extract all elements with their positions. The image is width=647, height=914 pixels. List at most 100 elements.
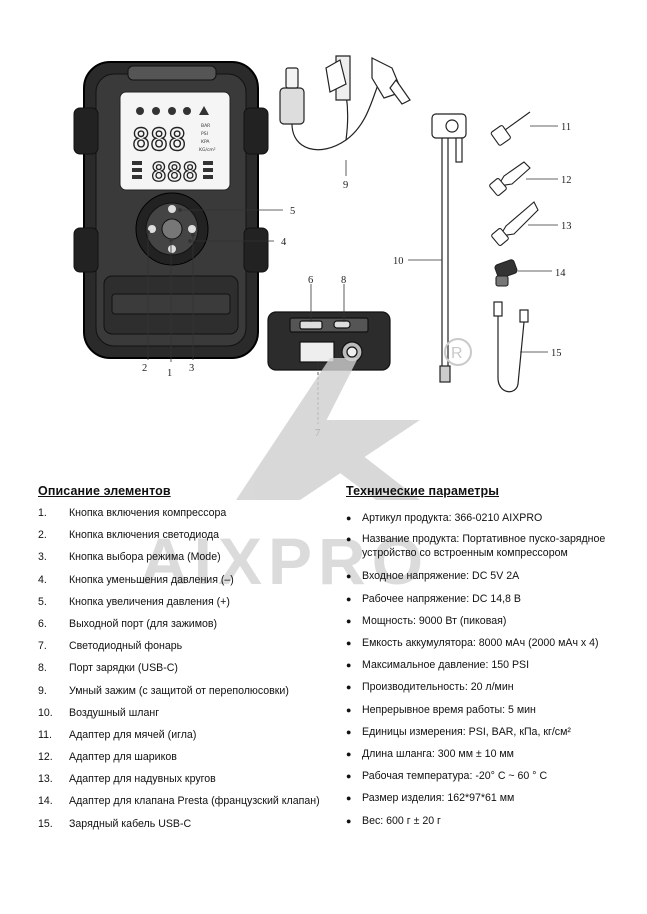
spec-text: Рабочая температура: -20° C ~ 60 ° C <box>362 770 548 783</box>
callout-12: 12 <box>561 175 572 186</box>
spec-item: ●Производительность: 20 л/мин <box>346 676 636 698</box>
bullet-icon: ● <box>346 513 352 523</box>
spec-text: Непрерывное время работы: 5 мин <box>362 703 536 716</box>
component-item: 15.Зарядный кабель USB-C <box>38 818 338 840</box>
display-top-digits: 888 <box>132 123 186 158</box>
spec-item: ● Емкость аккумулятора: 8000 мАч (2000 мА… <box>346 632 636 654</box>
callout-11: 11 <box>561 122 571 133</box>
spec-item: ● Мощность: 9000 Вт (пиковая) <box>346 610 636 632</box>
spec-item: ●Входное напряжение: DC 5V 2A <box>346 565 636 587</box>
component-item: 10.Воздушный шланг <box>38 707 338 729</box>
component-number: 14. <box>38 795 53 808</box>
spec-text: Мощность: 9000 Вт (пиковая) <box>362 614 507 627</box>
spec-item: ● Рабочая температура: -20° C ~ 60 ° C <box>346 765 636 787</box>
callout-6: 6 <box>308 275 313 286</box>
callout-14: 14 <box>555 268 566 279</box>
bullet-icon: ● <box>346 793 352 804</box>
component-number: 13. <box>38 773 53 786</box>
component-text: Кнопка включения светодиода <box>69 529 220 542</box>
spec-item: ● Рабочее напряжение: DC 14,8 В <box>346 588 636 610</box>
bullet-icon: ● <box>346 593 352 604</box>
component-text: Адаптер для надувных кругов <box>69 773 216 786</box>
spec-item: ●Артикул продукта: 366-0210 AIXPRO <box>346 507 636 529</box>
svg-text:KG/cm²: KG/cm² <box>199 147 216 153</box>
component-number: 3. <box>38 551 47 564</box>
specs-list: ●Артикул продукта: 366-0210 AIXPRO●Назва… <box>346 507 636 832</box>
bullet-icon: ● <box>346 534 352 545</box>
bullet-icon: ● <box>346 771 352 782</box>
callout-3: 3 <box>189 363 194 374</box>
component-number: 11. <box>38 728 52 741</box>
spec-text: Рабочее напряжение: DC 14,8 В <box>362 592 521 605</box>
svg-text:KPA: KPA <box>201 139 210 145</box>
spec-item: ●Длина шланга: 300 мм ± 10 мм <box>346 743 636 765</box>
callout-7: 7 <box>315 428 320 439</box>
needle-adapter <box>490 111 531 146</box>
component-number: 2. <box>38 529 47 542</box>
component-text: Кнопка уменьшения давления (–) <box>69 573 234 586</box>
component-text: Адаптер для мячей (игла) <box>69 728 197 741</box>
balloon-adapter <box>489 161 531 196</box>
component-text: Кнопка включения компрессора <box>69 507 227 519</box>
component-item: 13. Адаптер для надувных кругов <box>38 773 338 795</box>
spec-item: ● Название продукта: Портативное пуско-за… <box>346 529 636 565</box>
component-text: Светодиодный фонарь <box>69 640 183 653</box>
component-item: 6.Выходной порт (для зажимов) <box>38 618 338 640</box>
component-number: 4. <box>38 573 47 586</box>
components-list: 1. Кнопка включения компрессора 2. Кнопка в… <box>38 507 338 840</box>
bullet-icon: ● <box>346 704 352 715</box>
bullet-icon: ● <box>346 815 352 826</box>
components-heading: Описание элементов <box>38 484 171 498</box>
component-item: 8.Порт зарядки (USB-C) <box>38 662 338 684</box>
callout-9: 9 <box>343 180 348 191</box>
component-item: 2. Кнопка включения светодиода <box>38 529 338 551</box>
component-item: 9. Умный зажим (с защитой от переполюсовк… <box>38 685 338 707</box>
spec-text: Название продукта: Портативное пуско-зар… <box>362 533 606 559</box>
spec-text: Вес: 600 г ± 20 г <box>362 814 441 827</box>
device-top-view <box>267 311 391 371</box>
callout-4: 4 <box>281 237 287 248</box>
spec-item: ● Вес: 600 г ± 20 г <box>346 810 636 832</box>
component-number: 10. <box>38 706 53 719</box>
smart-clamp <box>279 55 411 151</box>
spec-item: ● Единицы измерения: PSI, BAR, кПа, кг/см… <box>346 721 636 743</box>
spec-text: Единицы измерения: PSI, BAR, кПа, кг/см² <box>362 725 571 738</box>
component-item: 4. Кнопка уменьшения давления (–) <box>38 574 338 596</box>
air-hose <box>431 113 467 383</box>
component-number: 1. <box>38 507 47 519</box>
component-number: 9. <box>38 684 47 697</box>
presta-adapter <box>494 259 518 287</box>
callout-5: 5 <box>290 206 295 217</box>
component-item: 11. Адаптер для мячей (игла) <box>38 729 338 751</box>
specs-heading: Технические параметры <box>346 484 500 498</box>
ring-adapter <box>491 201 539 246</box>
component-number: 15. <box>38 817 53 830</box>
component-text: Умный зажим (с защитой от переполюсовки) <box>69 684 289 697</box>
spec-text: Емкость аккумулятора: 8000 мАч (2000 мАч… <box>362 637 599 649</box>
component-item: 5.Кнопка увеличения давления (+) <box>38 596 338 618</box>
component-text: Кнопка выбора режима (Mode) <box>69 551 221 564</box>
component-text: Адаптер для клапана Presta (французский … <box>69 795 320 808</box>
bullet-icon: ● <box>346 571 352 582</box>
callout-10: 10 <box>393 256 404 267</box>
svg-text:PSI: PSI <box>201 131 208 137</box>
svg-text:BAR: BAR <box>201 123 210 129</box>
callout-15: 15 <box>551 348 562 359</box>
spec-text: Производительность: 20 л/мин <box>362 681 514 694</box>
bullet-icon: ● <box>346 726 352 737</box>
spec-item: ●Размер изделия: 162*97*61 мм <box>346 787 636 809</box>
bullet-icon: ● <box>346 615 352 626</box>
component-item: 12.Адаптер для шариков <box>38 751 338 773</box>
spec-text: Длина шланга: 300 мм ± 10 мм <box>362 748 514 761</box>
display-units: BAR PSI KPA KG/cm² <box>199 123 216 153</box>
callout-1: 1 <box>167 368 172 379</box>
component-number: 7. <box>38 640 47 653</box>
component-number: 5. <box>38 595 47 608</box>
bullet-icon: ● <box>346 660 352 671</box>
bullet-icon: ● <box>346 638 352 648</box>
component-number: 12. <box>38 751 53 764</box>
callout-13: 13 <box>561 221 572 232</box>
spec-item: ●Максимальное давление: 150 PSI <box>346 654 636 676</box>
